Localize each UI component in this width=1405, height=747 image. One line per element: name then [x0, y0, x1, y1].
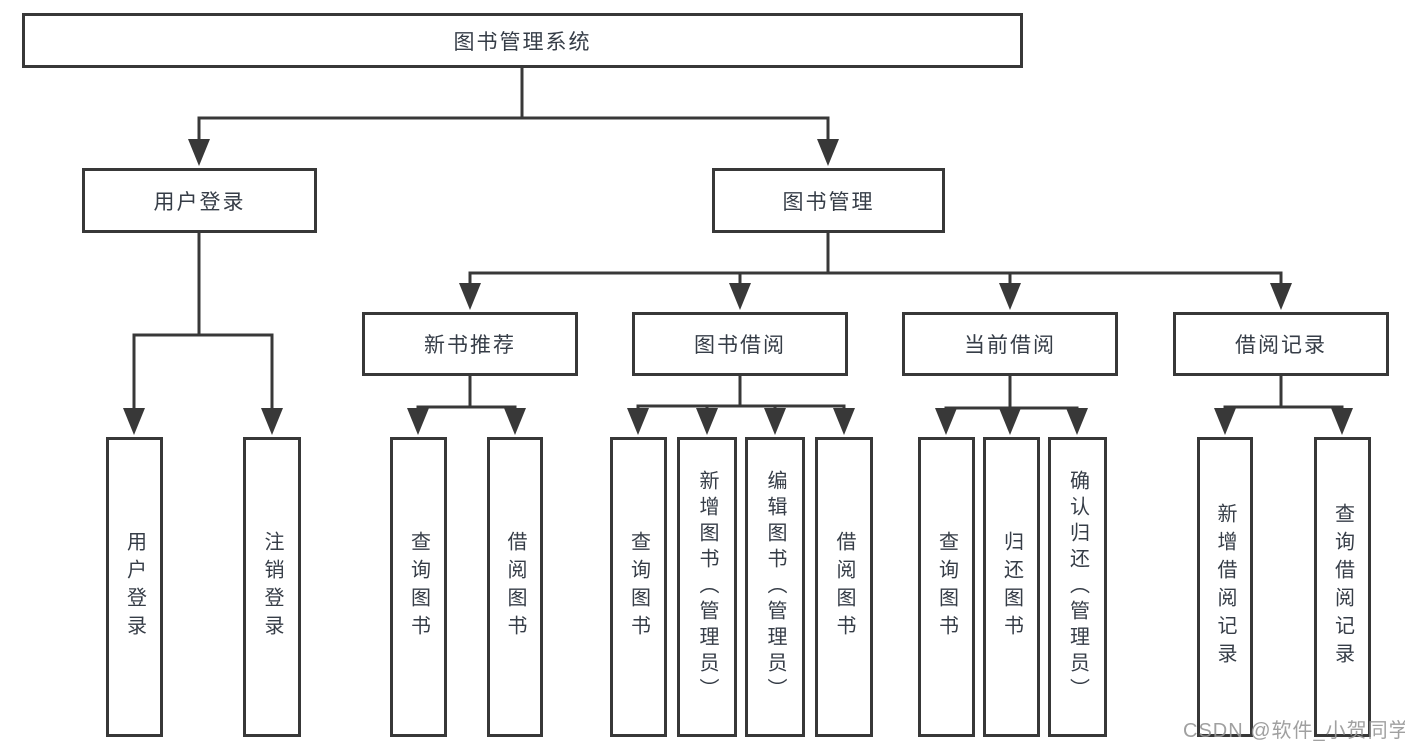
- leaf-borrow-books: 借阅图书: [815, 437, 873, 737]
- leaf-add-books-admin-label: 新增图书（管理员）: [696, 470, 718, 704]
- node-current-borrowing-label: 当前借阅: [964, 334, 1056, 357]
- leaf-search-books-current-label: 查询图书: [935, 531, 958, 643]
- leaf-user-login: 用户登录: [106, 437, 163, 737]
- leaf-user-login-label: 用户登录: [123, 531, 146, 643]
- csdn-watermark: CSDN @软件_小贺同学: [1183, 720, 1405, 742]
- node-current-borrowing: 当前借阅: [902, 312, 1118, 376]
- leaf-confirm-return-admin: 确认归还（管理员）: [1048, 437, 1107, 737]
- node-book-management: 图书管理: [712, 168, 945, 233]
- node-user-login: 用户登录: [82, 168, 317, 233]
- leaf-search-borrow-record-label: 查询借阅记录: [1331, 503, 1354, 671]
- node-book-borrowing: 图书借阅: [632, 312, 848, 376]
- leaf-borrow-books-label: 借阅图书: [833, 531, 855, 643]
- node-borrowing-records-label: 借阅记录: [1235, 334, 1327, 357]
- leaf-add-borrow-record: 新增借阅记录: [1197, 437, 1253, 737]
- leaf-logout-label: 注销登录: [261, 531, 283, 643]
- leaf-borrow-books-recommend: 借阅图书: [487, 437, 543, 737]
- root-node-label: 图书管理系统: [453, 30, 592, 54]
- leaf-edit-books-admin: 编辑图书（管理员）: [745, 437, 805, 737]
- root-node-library-management-system: 图书管理系统: [22, 13, 1023, 68]
- leaf-return-books: 归还图书: [983, 437, 1040, 737]
- node-new-book-recommendation-label: 新书推荐: [424, 334, 516, 357]
- leaf-add-borrow-record-label: 新增借阅记录: [1214, 503, 1236, 671]
- leaf-logout: 注销登录: [243, 437, 301, 737]
- leaf-borrow-books-recommend-label: 借阅图书: [504, 531, 526, 643]
- leaf-edit-books-admin-label: 编辑图书（管理员）: [764, 470, 786, 704]
- node-borrowing-records: 借阅记录: [1173, 312, 1389, 376]
- leaf-add-books-admin: 新增图书（管理员）: [677, 437, 737, 737]
- leaf-search-books-borrowing-label: 查询图书: [627, 531, 650, 643]
- node-book-borrowing-label: 图书借阅: [694, 334, 786, 357]
- leaf-search-books-recommend: 查询图书: [390, 437, 447, 737]
- node-new-book-recommendation: 新书推荐: [362, 312, 578, 376]
- leaf-confirm-return-admin-label: 确认归还（管理员）: [1066, 470, 1089, 704]
- leaf-search-books-current: 查询图书: [918, 437, 975, 737]
- node-book-management-label: 图书管理: [782, 190, 875, 214]
- arrowheads: [123, 139, 1353, 435]
- leaf-search-borrow-record: 查询借阅记录: [1314, 437, 1371, 737]
- leaf-search-books-recommend-label: 查询图书: [407, 531, 430, 643]
- node-user-login-label: 用户登录: [153, 190, 246, 214]
- leaf-return-books-label: 归还图书: [1000, 531, 1023, 643]
- leaf-search-books-borrowing: 查询图书: [610, 437, 667, 737]
